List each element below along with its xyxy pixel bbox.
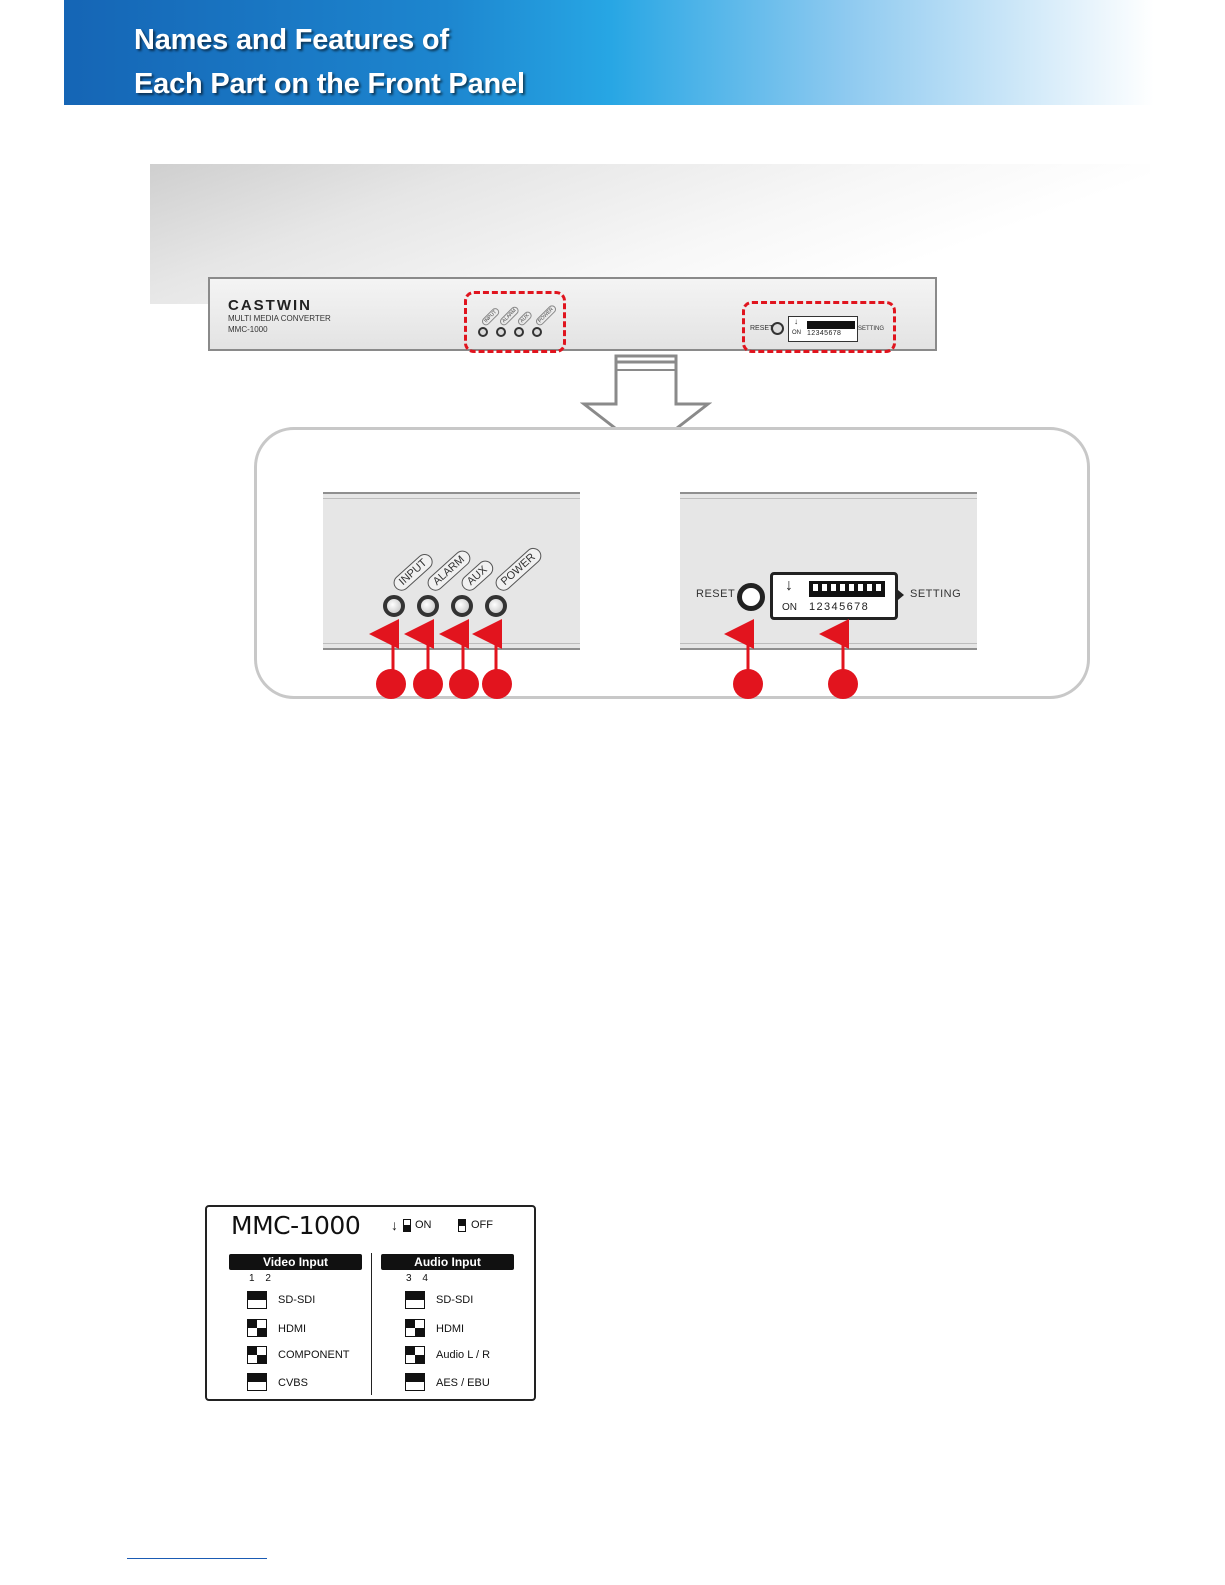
mini-setting-label: SETTING xyxy=(858,326,885,332)
legend-key-off-label: OFF xyxy=(471,1219,493,1231)
page-title: Names and Features of Each Part on the F… xyxy=(134,18,525,106)
reset-label: RESET xyxy=(696,588,736,600)
dip-switch: ↓ ON 12345678 xyxy=(770,572,898,620)
page-title-line-1: Names and Features of xyxy=(134,24,449,56)
mini-dip-arrow: ↓ xyxy=(794,317,798,326)
callout-marker-1 xyxy=(376,669,406,699)
device-front-panel: CASTWIN MULTI MEDIA CONVERTER MMC-1000 I… xyxy=(208,277,937,353)
video-row-label: SD-SDI xyxy=(278,1294,316,1306)
setting-pointer-icon xyxy=(898,590,904,600)
brand-logo: CASTWIN xyxy=(228,297,312,314)
setting-label: SETTING xyxy=(910,588,962,600)
audio-input-heading: Audio Input xyxy=(381,1254,514,1270)
legend-divider xyxy=(371,1253,372,1395)
header-band xyxy=(64,0,1154,105)
reset-button xyxy=(737,583,765,611)
led-group-highlight xyxy=(464,291,566,353)
mini-dip-numbers: 12345678 xyxy=(807,330,842,337)
device-model: MMC-1000 xyxy=(228,325,268,334)
video-switch-pattern-1 xyxy=(247,1291,267,1309)
led-power xyxy=(485,595,507,617)
video-switch-numbers: 1 2 xyxy=(249,1273,275,1284)
legend-title: MMC-1000 xyxy=(231,1211,361,1240)
video-switch-pattern-2 xyxy=(247,1319,267,1337)
video-switch-pattern-4 xyxy=(247,1373,267,1391)
led-alarm xyxy=(417,595,439,617)
mini-reset-label: RESET xyxy=(750,325,774,332)
audio-switch-pattern-3 xyxy=(405,1346,425,1364)
mini-dip-bar xyxy=(807,321,855,329)
audio-switch-pattern-4 xyxy=(405,1373,425,1391)
audio-row-label: AES / EBU xyxy=(436,1377,490,1389)
mini-led-alarm xyxy=(496,327,506,337)
dip-arrow-icon: ↓ xyxy=(785,577,793,594)
mini-reset-button xyxy=(771,322,784,335)
audio-row-label: SD-SDI xyxy=(436,1294,474,1306)
audio-switch-pattern-1 xyxy=(405,1291,425,1309)
video-row-label: COMPONENT xyxy=(278,1349,350,1361)
audio-row-label: Audio L / R xyxy=(436,1349,491,1361)
dip-on-label: ON xyxy=(782,602,797,613)
audio-row-label: HDMI xyxy=(436,1323,465,1335)
callout-arrows xyxy=(369,619,849,676)
mini-led-aux xyxy=(514,327,524,337)
video-switch-pattern-3 xyxy=(247,1346,267,1364)
video-input-heading: Video Input xyxy=(229,1254,362,1270)
callout-marker-5 xyxy=(733,669,763,699)
audio-switch-numbers: 3 4 xyxy=(406,1273,432,1284)
mini-led-power xyxy=(532,327,542,337)
settings-group-highlight xyxy=(742,301,896,353)
led-aux xyxy=(451,595,473,617)
video-row-label: CVBS xyxy=(278,1377,308,1389)
video-row-label: HDMI xyxy=(278,1323,307,1335)
dip-switch-bank xyxy=(809,581,885,597)
legend-key-on-label: ON xyxy=(415,1219,432,1231)
callout-marker-6 xyxy=(828,669,858,699)
callout-marker-4 xyxy=(482,669,512,699)
legend-key-arrow-icon: ↓ xyxy=(391,1217,398,1233)
device-description: MULTI MEDIA CONVERTER xyxy=(228,314,331,323)
legend-key-on-icon xyxy=(403,1219,411,1232)
legend-key-off-icon xyxy=(458,1219,466,1232)
mini-dip-switch: ↓ ON 12345678 xyxy=(788,316,858,342)
led-input xyxy=(383,595,405,617)
footer-rule xyxy=(127,1558,267,1559)
audio-switch-pattern-2 xyxy=(405,1319,425,1337)
dip-numbers: 12345678 xyxy=(809,601,870,613)
page-title-line-2: Each Part on the Front Panel xyxy=(134,68,525,100)
mini-dip-on-label: ON xyxy=(792,330,801,336)
dip-switch-legend: MMC-1000 ↓ ON OFF Video Input Audio Inpu… xyxy=(205,1205,536,1401)
callout-marker-2 xyxy=(413,669,443,699)
mini-led-input xyxy=(478,327,488,337)
callout-marker-3 xyxy=(449,669,479,699)
